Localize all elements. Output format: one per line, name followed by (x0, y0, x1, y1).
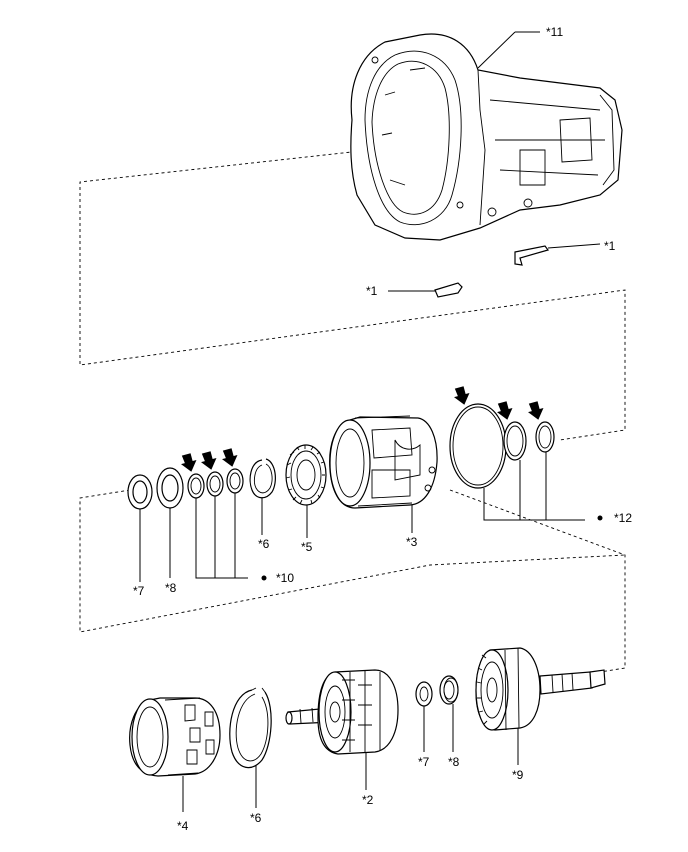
callout-4: *4 (177, 819, 189, 833)
callout-12: *12 (614, 511, 632, 525)
callout-5: *5 (301, 540, 313, 554)
down-arrow-icon (454, 386, 470, 405)
seal-ring-12c (535, 421, 555, 453)
leader-1-right (547, 243, 601, 249)
input-shaft-drum-2 (285, 669, 399, 755)
callout-8-top: *8 (165, 581, 177, 595)
seal-ring-10a (187, 473, 205, 499)
callout-9: *9 (512, 768, 524, 782)
seal-ring-10b (206, 471, 224, 497)
thrust-washer-7-bottom (415, 681, 433, 707)
thrust-washer-7 (127, 474, 153, 510)
snap-ring-6-top (249, 458, 276, 499)
seal-ring-10c (226, 468, 244, 494)
callout-8-bottom: *8 (448, 755, 460, 769)
callout-11: *11 (546, 25, 563, 39)
callout-6-top: *6 (258, 537, 270, 551)
bullet-dot-icon (597, 515, 603, 521)
ring-gear-4 (129, 697, 221, 777)
callout-2: *2 (362, 793, 374, 807)
callout-3: *3 (406, 535, 418, 549)
seal-ring-12b (503, 421, 527, 461)
thrust-bearing-8-bottom (439, 675, 459, 705)
callout-7-bottom: *7 (418, 755, 430, 769)
callout-10: *10 (276, 571, 294, 585)
callout-7-top: *7 (133, 584, 145, 598)
clip-right (514, 245, 550, 266)
callout-1-left: *1 (366, 284, 378, 298)
transmission-case (350, 33, 623, 241)
bullet-dot-icon (261, 575, 267, 581)
callout-1-right: *1 (604, 239, 616, 253)
down-arrow-icon (181, 453, 197, 472)
down-arrow-icon (201, 451, 217, 470)
callout-6-bottom: *6 (250, 811, 262, 825)
thrust-bearing-8 (156, 467, 184, 509)
output-shaft-9 (475, 647, 606, 731)
clip-left (434, 282, 463, 298)
leader-10-a (195, 498, 248, 579)
leader-11 (477, 31, 516, 69)
down-arrow-icon (222, 448, 238, 467)
clutch-hub-5 (285, 444, 327, 506)
down-arrow-icon (528, 401, 544, 420)
assembly-guide-lines (79, 144, 626, 673)
down-arrow-icon (497, 401, 513, 420)
o-ring-12-large (449, 403, 507, 489)
leader-12-a (483, 488, 585, 521)
clutch-drum-3 (329, 415, 438, 509)
snap-ring-6-bottom (229, 687, 272, 769)
